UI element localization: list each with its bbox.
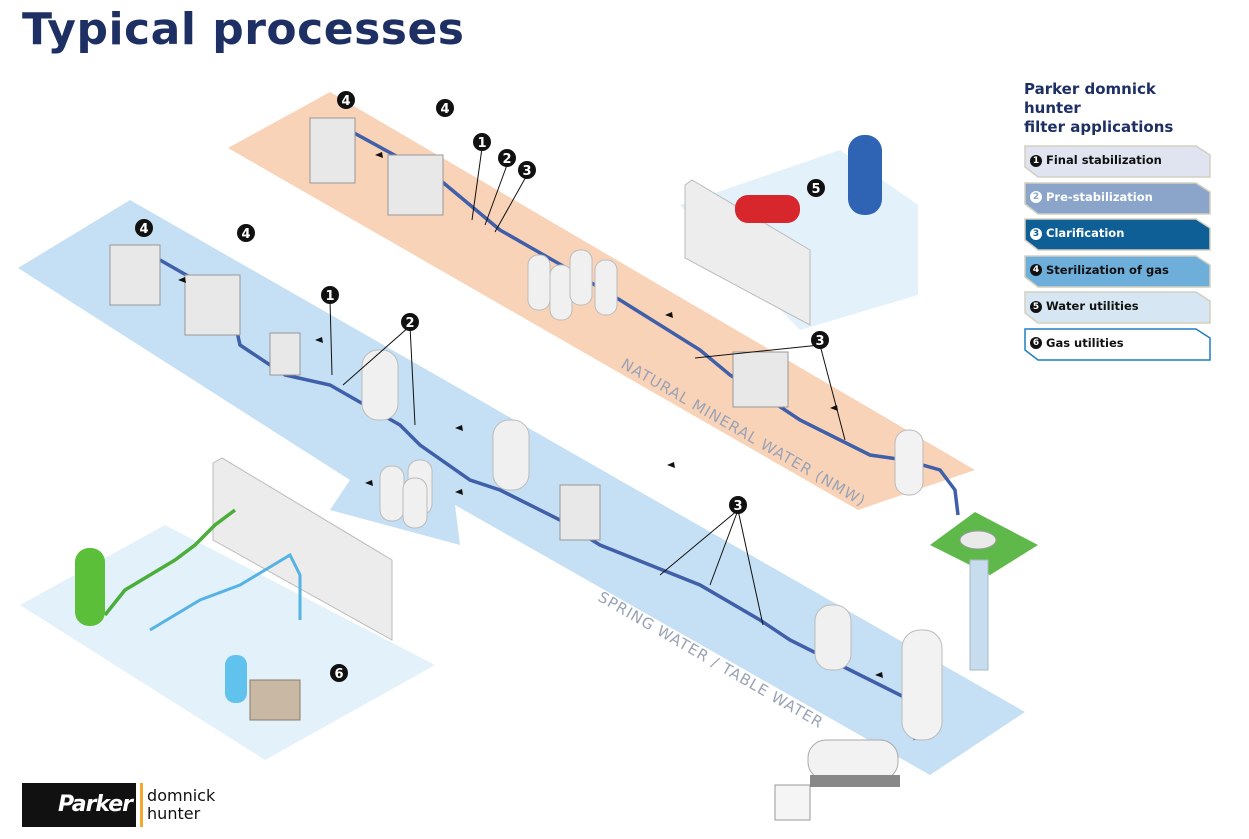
well-shaft: [969, 559, 989, 671]
callout-4: 4: [436, 99, 454, 117]
legend-item-label: Pre-stabilization: [1046, 189, 1153, 204]
air-pipe-blue: [149, 552, 302, 632]
callout-2: 2: [401, 313, 419, 331]
legend-item-label: Clarification: [1046, 226, 1125, 241]
well-head-icon: [959, 530, 997, 550]
legend: Parker domnick hunter filter application…: [1024, 80, 1214, 365]
blue-receiver-tank-icon: [225, 655, 247, 703]
tanker-truck-icon: [774, 739, 900, 821]
legend-item-sterilization-of-gas: 4 Sterilization of gas: [1024, 255, 1214, 288]
spring-main-tank-icon: [492, 419, 530, 491]
water-utilities-wall: [684, 179, 811, 326]
svg-text:4: 4: [440, 102, 449, 117]
legend-item-final-stabilization: 1 Final stabilization: [1024, 145, 1214, 178]
svg-text:4: 4: [241, 227, 250, 242]
domnick-hunter-wordmark: domnick hunter: [147, 786, 216, 823]
legend-number-badge: 1: [1030, 154, 1042, 167]
legend-item-shape: [1024, 328, 1211, 361]
legend-number-badge: 2: [1030, 191, 1042, 204]
legend-heading: Parker domnick hunter filter application…: [1024, 80, 1174, 136]
logo-divider: [140, 783, 144, 827]
legend-number-badge: 3: [1030, 227, 1042, 240]
legend-item-label: Water utilities: [1046, 299, 1139, 314]
callout-3: 3: [518, 161, 536, 179]
legend-number-badge: 5: [1030, 300, 1042, 313]
red-tank-icon: [735, 195, 800, 223]
legend-item-label: Sterilization of gas: [1046, 262, 1169, 277]
svg-text:1: 1: [325, 289, 334, 304]
legend-item-label: Final stabilization: [1046, 153, 1162, 167]
callout-3: 3: [811, 331, 829, 349]
legend-item-shape: [1024, 291, 1211, 325]
svg-text:2: 2: [502, 152, 511, 167]
compressor-box-icon: [249, 679, 301, 721]
nmw-tank-cluster-icon: [527, 249, 618, 321]
legend-item-water-utilities: 5 Water utilities: [1024, 291, 1214, 325]
gas-pipe-green: [103, 508, 237, 617]
legend-item-shape: [1024, 145, 1211, 178]
spring-tank-icon: [814, 604, 852, 671]
legend-item-shape: [1024, 255, 1211, 288]
svg-text:3: 3: [733, 499, 742, 514]
legend-item-gas-utilities: 6 Gas utilities: [1024, 328, 1214, 361]
svg-text:2: 2: [405, 316, 414, 331]
callout-2: 2: [498, 149, 516, 167]
callout-1: 1: [321, 286, 339, 304]
svg-text:4: 4: [341, 94, 350, 109]
svg-text:6: 6: [334, 667, 343, 682]
callout-4: 4: [135, 219, 153, 237]
spring-tank-cluster-icon: [379, 459, 433, 529]
legend-number-badge: 6: [1030, 337, 1042, 350]
spring-vessel-icon: [361, 349, 399, 421]
callout-badges: 4 4 1 2 3 3 5 4 4 1 2 3 6: [135, 91, 829, 682]
legend-item-shape: [1024, 181, 1211, 215]
nmw-silo-icon: [894, 429, 924, 496]
callout-6: 6: [330, 664, 348, 682]
callout-1: 1: [473, 133, 491, 151]
green-receiver-tank-icon: [75, 548, 105, 626]
svg-text:1: 1: [477, 136, 486, 151]
svg-text:4: 4: [139, 222, 148, 237]
legend-item-label: Gas utilities: [1046, 335, 1124, 350]
callout-4: 4: [337, 91, 355, 109]
parker-domnick-hunter-logo: Parker domnick hunter: [22, 783, 215, 827]
filling-machine-icon: [109, 117, 789, 541]
parker-wordmark: Parker: [22, 783, 137, 827]
legend-item-shape: [1024, 218, 1211, 251]
gas-utilities-zone: [20, 525, 435, 760]
svg-text:3: 3: [815, 334, 824, 349]
callout-4: 4: [237, 224, 255, 242]
callout-leaders: [329, 147, 846, 626]
svg-text:3: 3: [522, 164, 531, 179]
spring-silo-icon: [901, 629, 943, 741]
legend-number-badge: 4: [1030, 264, 1042, 277]
callout-5: 5: [807, 179, 825, 197]
callout-3: 3: [729, 496, 747, 514]
legend-item-clarification: 3 Clarification: [1024, 218, 1214, 251]
svg-text:5: 5: [811, 182, 820, 197]
legend-item-pre-stabilization: 2 Pre-stabilization: [1024, 181, 1214, 215]
blue-tank-icon: [848, 135, 882, 215]
page-title: Typical processes: [22, 4, 465, 55]
